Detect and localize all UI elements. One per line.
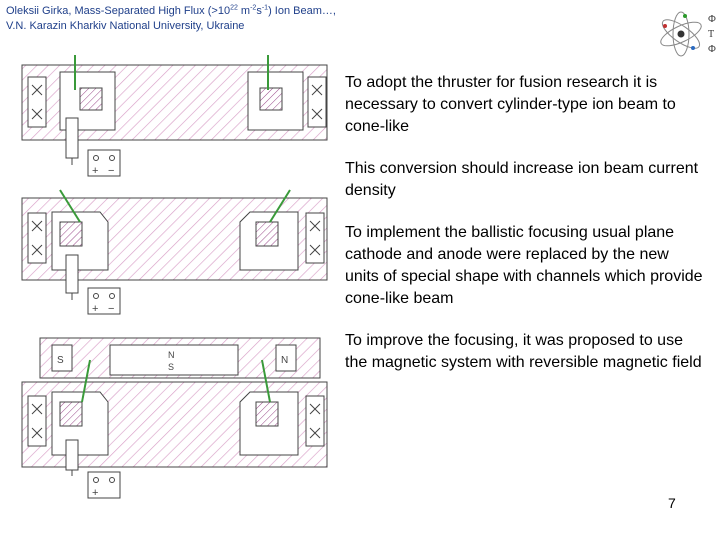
page-number: 7 (668, 495, 676, 511)
plus-sign-2: + (92, 303, 98, 315)
diagram-cone-thruster: + − (21, 189, 328, 315)
logo-letter-1: Ф (708, 14, 716, 25)
slide-header: Oleksii Girka, Mass-Separated High Flux … (6, 4, 336, 34)
minus-sign-2: − (108, 303, 114, 315)
magnet-n-center: N (168, 350, 175, 360)
explanation-text: To adopt the thruster for fusion researc… (345, 72, 705, 394)
diagram-reversible-field-thruster: S N N S + (21, 337, 328, 499)
minus-sign-1: − (108, 165, 114, 177)
logo-letter-3: Ф (708, 44, 716, 55)
paragraph-1: To adopt the thruster for fusion researc… (345, 74, 676, 135)
paragraph-2: This conversion should increase ion beam… (345, 160, 699, 199)
magnet-s-center: S (168, 362, 174, 372)
paragraph-3: To implement the ballistic focusing usua… (345, 224, 703, 307)
plus-sign-3: + (92, 487, 98, 499)
magnet-s-left: S (57, 355, 64, 366)
paragraph-4: To improve the focusing, it was proposed… (345, 332, 702, 371)
logo-letter-2: Т (708, 29, 714, 40)
atom-logo-icon: Ф Т Ф (660, 11, 716, 57)
thruster-diagrams: + − + − S N N S (21, 55, 328, 499)
diagram-cylindrical-thruster: + − (21, 55, 328, 177)
magnet-n-right: N (281, 355, 288, 366)
header-line-2: V.N. Karazin Kharkiv National University… (6, 20, 245, 32)
header-line-1: Oleksii Girka, Mass-Separated High Flux … (6, 4, 336, 17)
plus-sign-1: + (92, 165, 98, 177)
